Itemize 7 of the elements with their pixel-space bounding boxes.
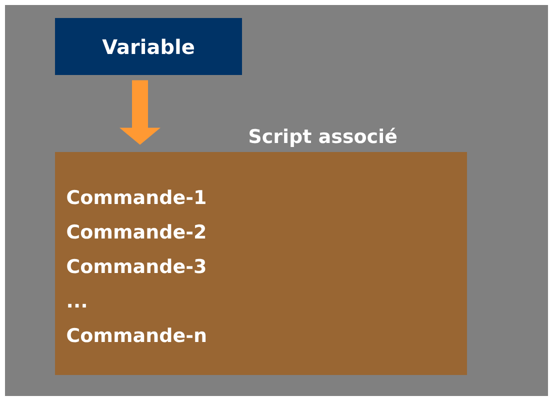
box-heading: Script associé — [250, 128, 397, 147]
command-text: Commande-3 — [67, 258, 206, 274]
variable-box: Variable — [55, 18, 242, 75]
command-text: Commande-2 — [67, 224, 206, 239]
command-text: Commande-n — [67, 328, 206, 342]
command-text: Commande-1 — [67, 190, 206, 204]
command-text: ... — [68, 304, 86, 308]
